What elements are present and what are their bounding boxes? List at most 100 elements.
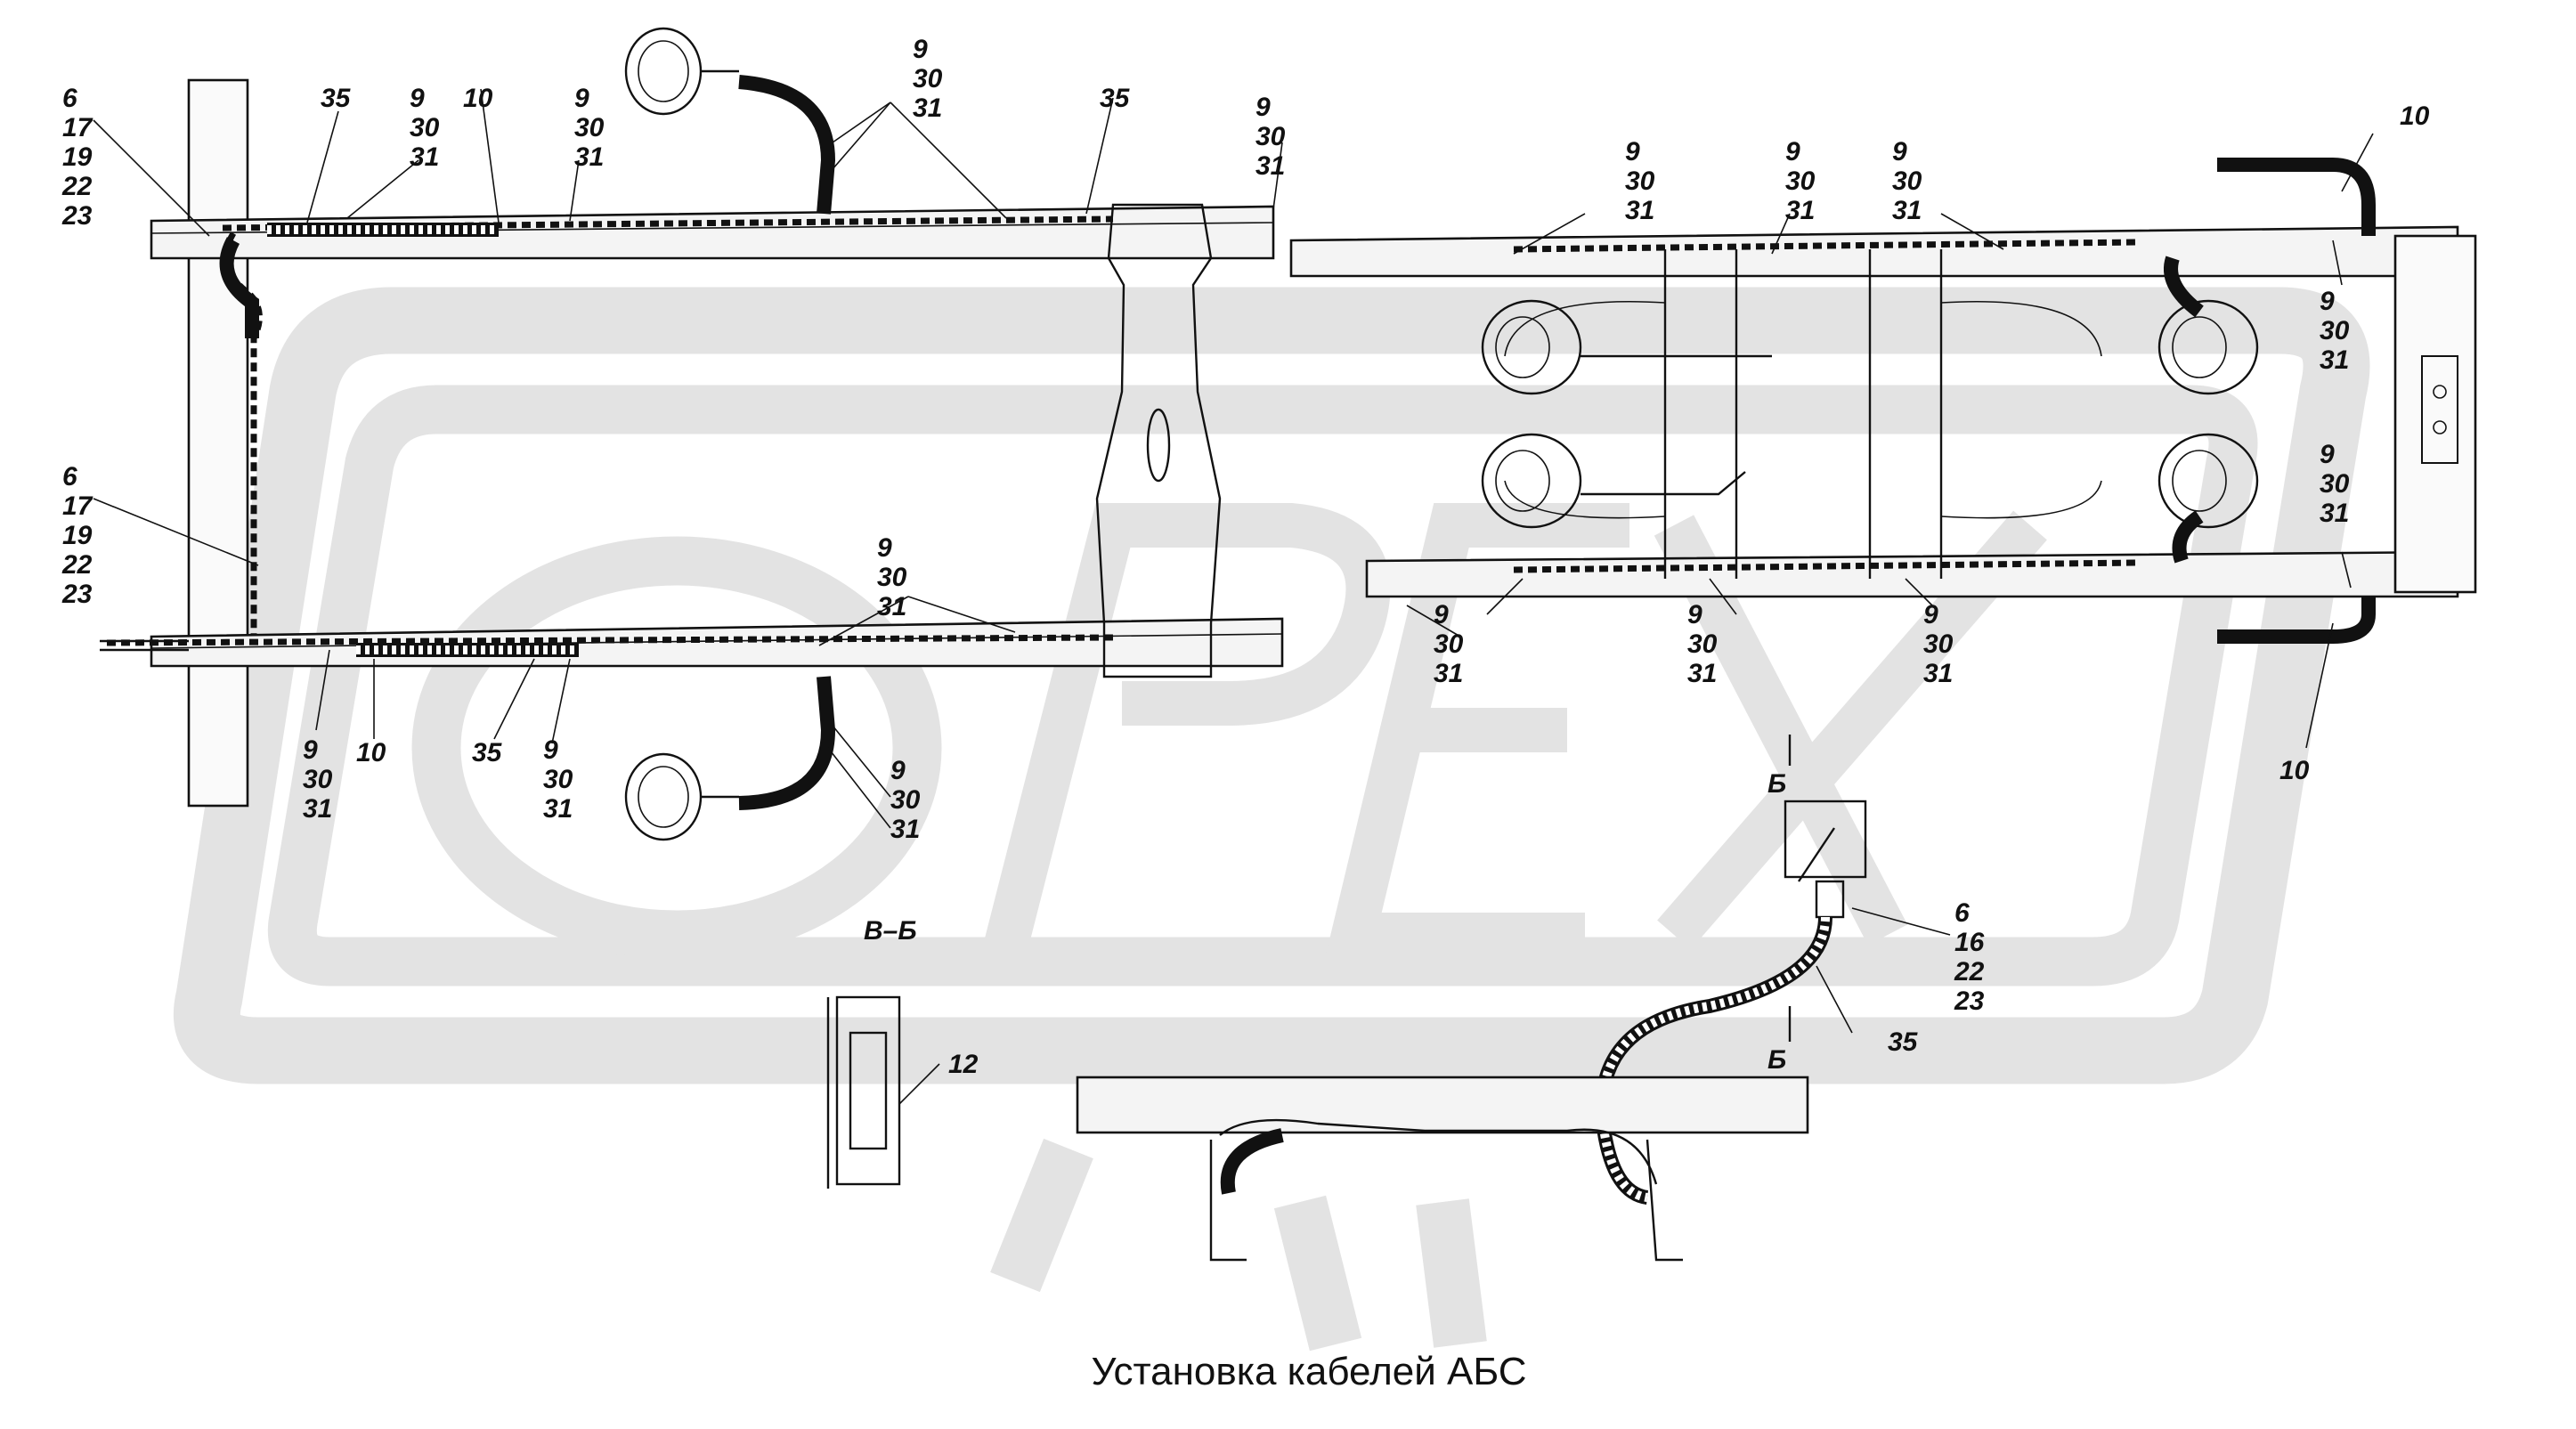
brake-chamber-rear-4 (2158, 433, 2259, 564)
watermark-outer-frame (173, 287, 2370, 1084)
section-mark-top: Б (1767, 769, 1786, 799)
brake-chamber-rear-1 (1481, 299, 1772, 395)
callout-number: 17 (62, 113, 93, 142)
callout-number: 9 (2320, 440, 2335, 469)
callout-number: 10 (2400, 101, 2430, 131)
callout-number: 35 (1888, 1027, 1919, 1057)
callout-number: 9 (543, 735, 558, 765)
rear-frame (1289, 158, 2477, 644)
callout-number: 23 (61, 580, 93, 609)
brake-chamber-rear-3 (2158, 256, 2259, 395)
callout-number: 31 (1923, 659, 1953, 688)
callout-number: 22 (61, 172, 93, 201)
callout-c27: 35 (1888, 1027, 1919, 1057)
callout-number: 30 (543, 765, 573, 794)
callout-c28: 12 (948, 1050, 979, 1079)
callout-number: 17 (62, 491, 93, 521)
callout-number: 10 (2279, 756, 2310, 785)
callout-number: 9 (2320, 287, 2335, 316)
callout-number: 30 (1923, 629, 1954, 659)
callout-number: 9 (410, 84, 425, 113)
callout-number: 30 (1625, 166, 1655, 196)
callout-number: 31 (410, 142, 439, 172)
callout-number: 31 (1785, 196, 1815, 225)
section-view-label: В–Б (864, 916, 917, 946)
upper-left-rail (150, 205, 1275, 641)
callout-number: 23 (1954, 986, 1985, 1016)
watermark-gear (990, 1138, 1487, 1352)
callout-number: 9 (1255, 93, 1271, 122)
callout-number: 9 (1687, 600, 1702, 629)
callout-number: 9 (574, 84, 589, 113)
leader-lines (93, 88, 2374, 1105)
callout-number: 31 (913, 93, 942, 123)
callout-number: 31 (1892, 196, 1922, 225)
callout-number: 31 (877, 592, 906, 621)
callout-number: 6 (62, 462, 77, 491)
callout-number: 9 (890, 756, 906, 785)
callout-c7: 35 (1100, 84, 1131, 113)
callout-number: 30 (1785, 166, 1816, 196)
callout-number: 30 (1687, 629, 1718, 659)
watermark-o-letter (411, 536, 942, 960)
center-x-member (1095, 203, 1222, 678)
callout-number: 30 (1892, 166, 1922, 196)
callout-number: 31 (1625, 196, 1654, 225)
callout-c18: 35 (472, 738, 503, 767)
callout-number: 30 (2320, 316, 2350, 345)
callout-number: 31 (2320, 345, 2349, 375)
callout-number: 30 (913, 64, 943, 93)
callout-number: 31 (890, 815, 920, 844)
callout-number: 6 (1954, 898, 1970, 928)
callout-number: 30 (410, 113, 440, 142)
callout-number: 23 (61, 201, 93, 231)
callout-number: 19 (62, 521, 93, 550)
callout-number: 35 (321, 84, 352, 113)
callout-number: 9 (1892, 137, 1907, 166)
callout-number: 10 (356, 738, 386, 767)
callout-number: 9 (303, 735, 318, 765)
brake-chamber-upper-left (624, 27, 836, 215)
bracket-detail (826, 995, 901, 1189)
callout-number: 31 (1434, 659, 1463, 688)
callout-number: 10 (463, 84, 493, 113)
callout-number: 30 (1255, 122, 1286, 151)
watermark (173, 287, 2370, 1352)
callout-number: 9 (1923, 600, 1938, 629)
callout-number: 35 (472, 738, 503, 767)
callout-number: 35 (1100, 84, 1131, 113)
callout-c17: 10 (356, 738, 386, 767)
callout-number: 12 (948, 1050, 979, 1079)
callout-number: 31 (2320, 499, 2349, 528)
callout-number: 30 (877, 563, 907, 592)
section-mark-bottom: Б (1767, 1045, 1786, 1075)
section-detail (1076, 735, 1867, 1262)
callout-number: 30 (303, 765, 333, 794)
callout-number: 30 (574, 113, 605, 142)
callout-number: 9 (1434, 600, 1449, 629)
brake-chamber-lower-left (624, 676, 836, 841)
callout-number: 31 (574, 142, 604, 172)
callout-number: 31 (543, 794, 573, 824)
callout-c25: 10 (2279, 756, 2310, 785)
callout-c12: 10 (2400, 101, 2430, 131)
